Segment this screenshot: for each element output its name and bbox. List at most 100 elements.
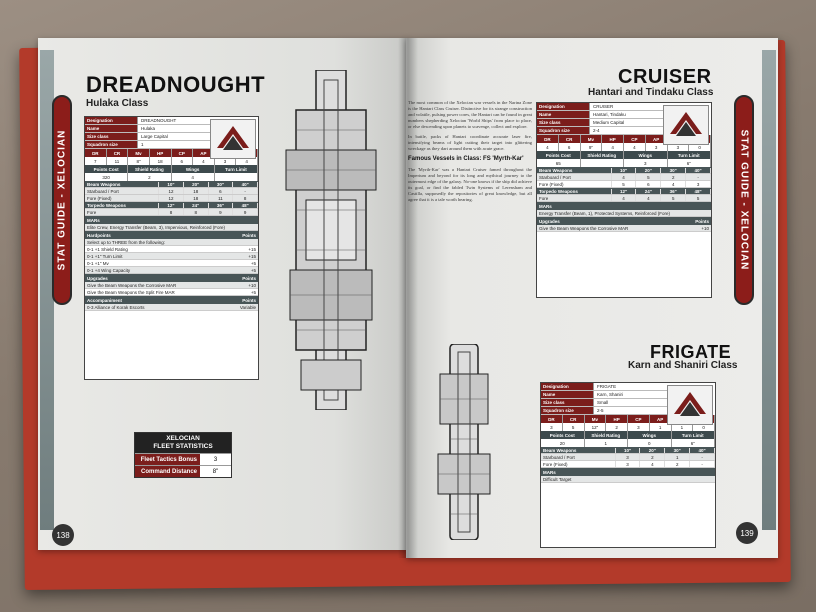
stat-value-cell: 1 — [672, 423, 694, 431]
upgrades-cell: Give the Beam Weapons the Corrosive MAR — [87, 282, 177, 288]
field-label: Size class — [541, 399, 593, 406]
beam-weapons-header-cell: Beam Weapons — [537, 167, 612, 173]
frigate-subtitle: Karn and Shaniri Class — [628, 360, 738, 371]
field-value: Small — [593, 399, 669, 406]
body-paragraph: In battle, packs of Hantari coordinate a… — [408, 134, 532, 151]
torpedo-weapons-cell: 4 — [612, 195, 637, 201]
mars-text: Difficult Target — [541, 476, 715, 483]
stat-value-cell: 4 — [602, 143, 624, 151]
upgrades-header: Upgrades Points — [85, 274, 258, 282]
stat-header-cell: Mv — [128, 149, 150, 157]
points-header-cell: Shield Rating — [580, 151, 624, 159]
stat-value-cell: 11 — [107, 157, 129, 165]
beam-weapons-cell: 1 — [665, 454, 691, 460]
beam-weapons-header-cell: 40" — [690, 447, 716, 453]
hardpoints-cell: Select up to THREE from the following: — [87, 239, 165, 245]
fleet-subtitle: FLEET STATISTICS — [153, 443, 213, 450]
book-spine — [398, 38, 418, 558]
upgrades-header-label: Points — [242, 275, 256, 281]
stat-header-cell: CP — [628, 415, 650, 423]
stat-value-cell: 6 — [172, 157, 194, 165]
beam-weapons-header-cell: 10" — [159, 181, 184, 187]
hardpoints-row: 0-1 +1 Shield Rating+15 — [85, 246, 258, 253]
torpedo-weapons-cell: 8 — [159, 209, 184, 215]
field-value: Hantari, Tindaku — [589, 111, 665, 118]
stat-value-cell: 4 — [193, 157, 215, 165]
torpedo-weapons-cell: 5 — [661, 195, 687, 201]
xelocian-logo-icon — [663, 105, 709, 145]
upgrades-header-label: Upgrades — [87, 275, 108, 281]
beam-weapons-cell: 4 — [640, 461, 666, 467]
field-value: FRIGATE — [593, 383, 669, 390]
stat-value-cell: 1 — [650, 423, 672, 431]
accompaniment-header-label: Points — [242, 297, 256, 303]
beam-weapons-cell: 2 — [665, 461, 691, 467]
dreadnought-subtitle: Hulaka Class — [86, 98, 149, 109]
hardpoints-cell: 0-1 +4 Wing Capacity — [87, 267, 131, 273]
fleet-title: XELOCIAN — [166, 435, 200, 442]
cruiser-subtitle: Hantari and Tindaku Class — [588, 87, 714, 98]
field-value: Large Capital — [137, 133, 213, 140]
mars-header-label: MARs — [87, 217, 100, 223]
mars-text: Energy Transfer (Beam, 1), Protected Sys… — [537, 210, 711, 217]
beam-weapons-cell: Starboard / Port — [537, 174, 612, 180]
torpedo-weapons-cell: 8 — [184, 209, 209, 215]
stat-header-cell: DR — [537, 135, 559, 143]
hardpoints-row: 0-1 +1" Turn Limit+15 — [85, 253, 258, 260]
upgrades-header-label: Points — [695, 218, 709, 224]
beam-weapons-header-cell: 30" — [665, 447, 691, 453]
stat-value-cell: 7 — [85, 157, 107, 165]
beam-weapons-cell: 11 — [209, 195, 234, 201]
xelocian-logo-icon — [667, 385, 713, 425]
right-sidebar-tab: STAT GUIDE - XELOCIAN — [734, 95, 754, 305]
beam-weapons-header-cell: 10" — [616, 447, 641, 453]
left-sidebar-tab: STAT GUIDE - XELOCIAN — [52, 95, 72, 305]
points-value-cell: 6" — [668, 159, 711, 167]
points-header-cell: Points Cost — [537, 151, 581, 159]
points-value-cell: 6" — [672, 439, 715, 447]
beam-weapons-cell: - — [686, 174, 712, 180]
beam-weapons-cell: - — [233, 188, 259, 194]
field-label: Name — [537, 111, 589, 118]
field-label: Size class — [537, 119, 589, 126]
field-label: Name — [541, 391, 593, 398]
torpedo-weapons-header-cell: 24" — [184, 202, 209, 208]
field-label: Name — [85, 125, 137, 132]
points-header-cell: Points Cost — [85, 165, 129, 173]
left-page-number: 138 — [52, 524, 74, 546]
stat-header-cell: HP — [602, 135, 624, 143]
field-label: Size class — [85, 133, 137, 140]
torpedo-weapons-header-cell: 12" — [612, 188, 637, 194]
mars-header-label: MARs — [539, 203, 552, 209]
upgrades-row: Give the Beam Weapons the Corrosive MAR+… — [85, 282, 258, 289]
beam-weapons-cell: 2 — [640, 454, 666, 460]
field-label: Designation — [85, 117, 137, 124]
torpedo-weapons-cell: Fore — [537, 195, 612, 201]
stat-header-cell: DR — [85, 149, 107, 157]
points-value-cell: 20 — [541, 439, 585, 447]
command-distance-label: Command Distance — [135, 466, 200, 477]
hardpoints-cell: 0-1 +1 Shield Rating — [87, 246, 128, 252]
field-label: Squadron size — [541, 407, 593, 414]
beam-weapons-header-cell: 10" — [612, 167, 637, 173]
stat-header-cell: Mv — [580, 135, 603, 143]
field-value: Medium Capital — [589, 119, 665, 126]
beam-weapons-cell: 3 — [686, 181, 712, 187]
dreadnought-ship-illustration — [285, 70, 377, 410]
cruiser-description: The most common of the Xelocian war vess… — [408, 100, 532, 207]
beam-weapons-cell: 8 — [233, 195, 259, 201]
beam-weapons-header-cell: 40" — [233, 181, 259, 187]
